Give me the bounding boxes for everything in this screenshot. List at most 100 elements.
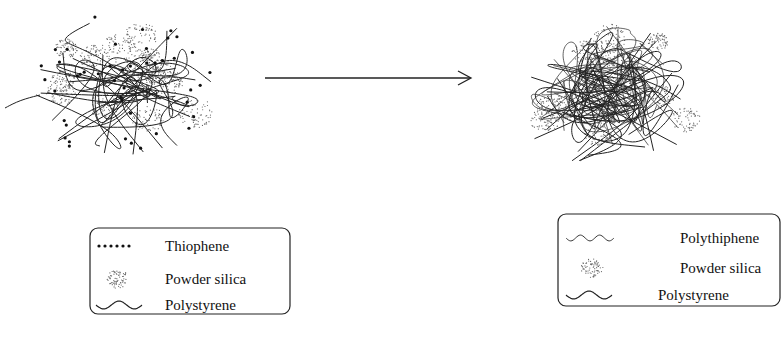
- silica-grain: [667, 44, 668, 45]
- silica-grain: [606, 43, 607, 44]
- silica-grain: [145, 54, 146, 55]
- silica-grain: [694, 116, 695, 117]
- silica-grain: [178, 115, 179, 116]
- silica-grain: [648, 39, 649, 40]
- silica-grain: [673, 114, 674, 115]
- silica-grain: [129, 27, 130, 28]
- silica-grain: [126, 58, 127, 59]
- silica-grain: [130, 48, 131, 49]
- silica-grain: [653, 98, 654, 99]
- silica-grain: [91, 65, 92, 66]
- silica-grain: [619, 37, 620, 38]
- silica-grain: [601, 48, 602, 49]
- silica-grain: [53, 97, 54, 98]
- silica-grain: [597, 145, 598, 146]
- silica-grain: [154, 83, 155, 84]
- silica-grain: [58, 55, 59, 56]
- silica-grain: [71, 54, 72, 55]
- thiophene-dot: [161, 59, 164, 62]
- silica-grain: [97, 59, 98, 60]
- silica-grain: [68, 85, 69, 86]
- silica-grain: [62, 40, 63, 41]
- silica-grain: [149, 66, 150, 67]
- silica-grain: [606, 137, 607, 138]
- silica-grain: [557, 125, 558, 126]
- silica-grain: [207, 101, 208, 102]
- reaction-arrow: [265, 71, 471, 85]
- silica-grain: [131, 36, 132, 37]
- silica-grain: [135, 24, 136, 25]
- silica-grain: [154, 69, 155, 70]
- polystyrene-chain: [65, 23, 160, 99]
- silica-grain: [667, 97, 668, 98]
- silica-grain: [107, 39, 108, 40]
- silica-grain: [57, 81, 58, 82]
- silica-grain: [691, 115, 692, 116]
- silica-grain: [666, 101, 667, 102]
- silica-grain: [608, 40, 609, 41]
- silica-grain: [96, 47, 97, 48]
- silica-grain: [99, 50, 100, 51]
- silica-grain: [202, 125, 203, 126]
- silica-grain: [621, 60, 622, 61]
- silica-grain: [73, 53, 74, 54]
- silica-grain: [146, 54, 147, 55]
- thiophene-dot: [208, 71, 211, 74]
- silica-grain: [679, 108, 680, 109]
- silica-grain: [600, 125, 601, 126]
- silica-grain: [164, 72, 165, 73]
- silica-grain: [147, 50, 148, 51]
- silica-grain: [666, 37, 667, 38]
- polystyrene-chain: [5, 95, 40, 108]
- silica-grain: [616, 79, 617, 80]
- silica-grain: [133, 43, 134, 44]
- silica-grain: [81, 52, 82, 53]
- silica-grain: [135, 55, 136, 56]
- silica-grain: [59, 76, 60, 77]
- silica-grain: [182, 122, 183, 123]
- silica-grain: [89, 64, 90, 65]
- silica-grain: [165, 64, 166, 65]
- silica-grain: [197, 124, 198, 125]
- silica-grain: [132, 122, 133, 123]
- composite-sketch: [5, 16, 700, 161]
- silica-grain: [630, 92, 631, 93]
- silica-grain: [60, 41, 61, 42]
- silica-grain: [543, 102, 544, 103]
- silica-grain: [208, 121, 209, 122]
- silica-grain: [166, 64, 167, 65]
- silica-grain: [591, 57, 592, 58]
- silica-grain: [665, 86, 666, 87]
- silica-grain: [161, 93, 162, 94]
- silica-grain: [615, 80, 616, 81]
- silica-grain: [59, 40, 60, 41]
- silica-grain: [182, 85, 183, 86]
- silica-grain: [106, 107, 107, 108]
- silica-grain: [689, 130, 690, 131]
- silica-grain: [163, 120, 164, 121]
- silica-grain: [72, 56, 73, 57]
- silica-grain: [151, 57, 152, 58]
- silica-grain: [666, 89, 667, 90]
- silica-grain: [135, 50, 136, 51]
- silica-grain: [603, 49, 604, 50]
- silica-grain: [63, 90, 64, 91]
- polystyrene-chain: [57, 55, 162, 148]
- silica-grain: [148, 54, 149, 55]
- silica-grain: [685, 116, 686, 117]
- silica-grain: [154, 55, 155, 56]
- silica-grain: [599, 50, 600, 51]
- silica-grain: [179, 83, 180, 84]
- silica-grain: [142, 128, 143, 129]
- silica-grain: [115, 39, 116, 40]
- silica-grain: [100, 49, 101, 50]
- silica-grain: [203, 104, 204, 105]
- silica-grain: [139, 110, 140, 111]
- silica-grain: [144, 49, 145, 50]
- silica-grain: [82, 64, 83, 65]
- silica-grain: [139, 41, 140, 42]
- silica-grain: [695, 115, 696, 116]
- silica-grain: [577, 106, 578, 107]
- thiophene-dot: [124, 137, 127, 140]
- silica-grain: [616, 60, 617, 61]
